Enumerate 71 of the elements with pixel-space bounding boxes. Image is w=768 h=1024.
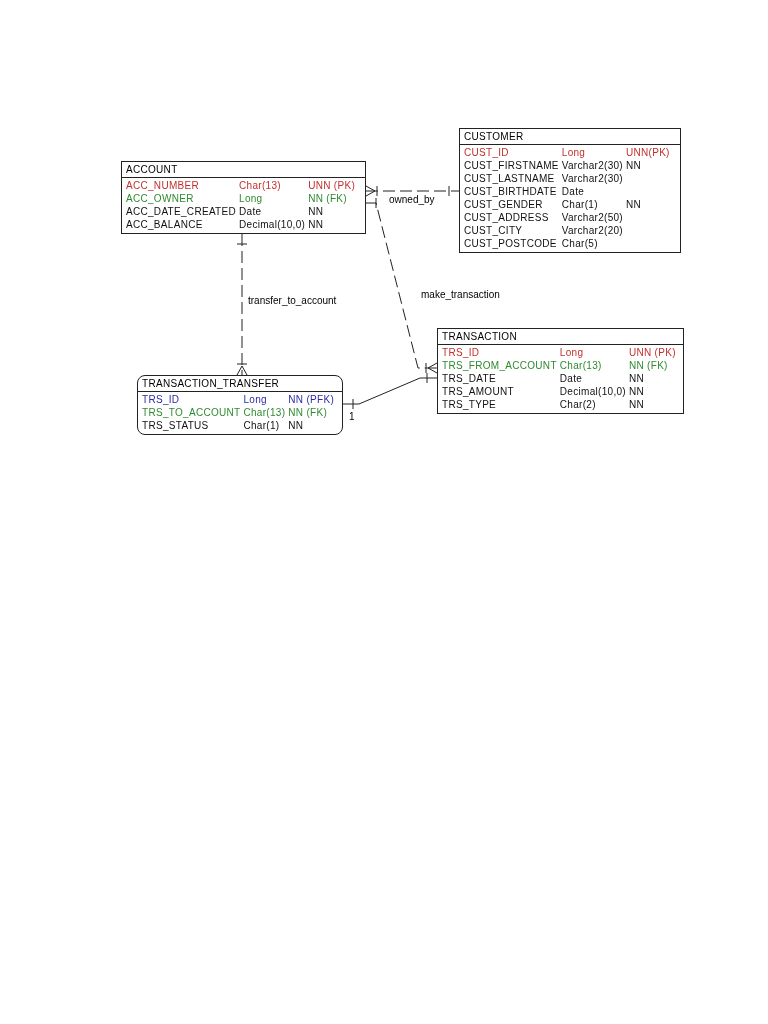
relationship-line: [365, 185, 460, 197]
constraint: UNN(PK): [626, 146, 670, 159]
column-name: ACC_DATE_CREATED: [126, 205, 236, 218]
entity-table: [137, 375, 343, 435]
constraint: NN: [308, 218, 325, 231]
constraint: NN: [288, 419, 305, 432]
column-name: TRS_DATE: [442, 372, 497, 385]
constraint: UNN (PK): [628, 346, 676, 359]
entity-name: TRANSACTION: [442, 331, 517, 342]
constraint: NN: [628, 385, 645, 398]
constraint: NN (FK): [308, 192, 348, 205]
entity-table: [121, 161, 366, 234]
data-type: Decimal(10,0): [559, 385, 626, 398]
constraint: NN (FK): [288, 406, 329, 419]
column-name: CUST_GENDER: [464, 198, 544, 211]
constraint: NN: [308, 205, 325, 218]
data-type: Decimal(10,0): [239, 218, 306, 231]
data-type: Char(2): [559, 398, 597, 411]
relationship-line: [236, 233, 248, 376]
data-type: Char(5): [561, 237, 599, 250]
cardinality-label: 1: [348, 411, 356, 423]
entity-table: [459, 128, 681, 253]
relationship-label: make_transaction: [420, 289, 501, 301]
column-name: TRS_FROM_ACCOUNT: [442, 359, 557, 372]
constraint: NN (FK): [628, 359, 669, 372]
data-type: Date: [239, 205, 263, 218]
constraint: NN: [628, 372, 645, 385]
column-name: CUST_ADDRESS: [464, 211, 550, 224]
column-name: CUST_POSTCODE: [464, 237, 558, 250]
data-type: Varchar2(20): [561, 224, 623, 237]
constraint: NN: [626, 198, 643, 211]
data-type: Long: [239, 192, 264, 205]
relationship-label: transfer_to_account: [247, 295, 338, 307]
column-name: TRS_TYPE: [442, 398, 498, 411]
column-name: CUST_ID: [464, 146, 510, 159]
data-type: Varchar2(30): [561, 159, 623, 172]
data-type: Char(1): [243, 419, 281, 432]
relationship-label: owned_by: [388, 194, 436, 206]
column-name: CUST_FIRSTNAME: [464, 159, 559, 172]
column-name: ACC_BALANCE: [126, 218, 204, 231]
relationship-line: [342, 372, 438, 410]
constraint: NN: [626, 159, 643, 172]
column-name: ACC_OWNER: [126, 192, 195, 205]
data-type: Varchar2(50): [561, 211, 623, 224]
column-name: TRS_AMOUNT: [442, 385, 515, 398]
relationship-line: [365, 197, 438, 374]
data-type: Long: [243, 393, 268, 406]
data-type: Long: [559, 346, 585, 359]
entity-name: TRANSACTION_TRANSFER: [142, 378, 280, 389]
data-type: Char(1): [561, 198, 599, 211]
data-type: Date: [559, 372, 584, 385]
data-type: Date: [561, 185, 586, 198]
constraint: UNN (PK): [308, 179, 355, 192]
entity-name: ACCOUNT: [126, 164, 178, 175]
data-type: Char(13): [559, 359, 603, 372]
column-name: TRS_ID: [442, 346, 481, 359]
data-type: Char(13): [243, 406, 286, 419]
data-type: Long: [561, 146, 587, 159]
constraint: NN: [628, 398, 645, 411]
data-type: Char(13): [239, 179, 282, 192]
entity-table: [437, 328, 684, 414]
column-name: TRS_ID: [142, 393, 181, 406]
column-name: CUST_CITY: [464, 224, 524, 237]
column-name: CUST_LASTNAME: [464, 172, 556, 185]
entity-name: CUSTOMER: [464, 131, 524, 142]
data-type: Varchar2(30): [561, 172, 623, 185]
column-name: TRS_TO_ACCOUNT: [142, 406, 241, 419]
column-name: CUST_BIRTHDATE: [464, 185, 558, 198]
constraint: NN (PFK): [288, 393, 335, 406]
column-name: TRS_STATUS: [142, 419, 210, 432]
column-name: ACC_NUMBER: [126, 179, 200, 192]
